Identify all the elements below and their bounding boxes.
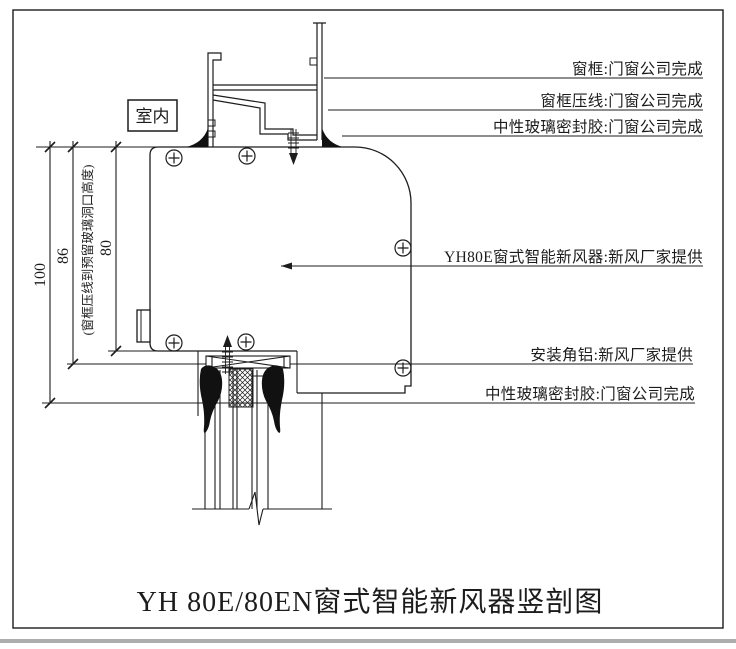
dimension-80: 80 bbox=[98, 240, 115, 256]
annotation-sealant-top: 中性玻璃密封胶:门窗公司完成 bbox=[493, 118, 703, 136]
frame-right-fin bbox=[313, 22, 326, 140]
fresh-air-unit-body bbox=[136, 146, 412, 416]
angle-aluminum-hatch bbox=[205, 355, 291, 369]
frame-top-member bbox=[213, 84, 317, 91]
sealant-blob-left bbox=[199, 365, 223, 433]
mounting-angle-assembly bbox=[205, 335, 291, 408]
screw-symbols bbox=[165, 147, 412, 377]
dimension-100: 100 bbox=[32, 263, 49, 287]
window-frame-profile bbox=[186, 22, 343, 165]
leader-arrowhead bbox=[281, 262, 292, 270]
frame-fin-clip bbox=[309, 57, 317, 66]
dimension-lines bbox=[36, 141, 160, 409]
glass-pane-lines bbox=[204, 369, 269, 509]
annotation-sealant-bottom: 中性玻璃密封胶:门窗公司完成 bbox=[485, 385, 695, 403]
bottom-screw-threads bbox=[222, 347, 233, 374]
dimension-verticals bbox=[49, 141, 117, 403]
frame-left-clip bbox=[208, 119, 216, 138]
glazing-pocket-walls bbox=[197, 351, 298, 416]
glass-assembly bbox=[192, 369, 332, 526]
annotation-mounting-angle: 安装角铝:新风厂家提供 bbox=[530, 346, 693, 364]
unit-left-tab bbox=[136, 309, 151, 343]
frame-left-wall bbox=[207, 52, 222, 147]
screw-icon bbox=[165, 334, 183, 352]
leader-lines bbox=[42, 77, 703, 404]
screw-icon bbox=[237, 333, 255, 351]
screw-icon bbox=[165, 149, 183, 167]
screw-icon bbox=[394, 359, 412, 377]
screw-icon bbox=[394, 239, 412, 257]
break-cut-line bbox=[192, 491, 332, 526]
unit-outline-right bbox=[158, 146, 412, 394]
room-label: 室内 bbox=[136, 107, 170, 126]
annotation-window-frame: 窗框:门窗公司完成 bbox=[572, 60, 703, 78]
dimension-ticks bbox=[44, 141, 122, 409]
drawing-border bbox=[12, 9, 724, 629]
dimension-86: 86 bbox=[55, 248, 72, 264]
sealant-blob-right bbox=[261, 365, 285, 433]
setting-block bbox=[228, 368, 254, 408]
top-screw-threads bbox=[288, 129, 299, 153]
bottom-sealant bbox=[199, 365, 285, 433]
annotation-frame-bead: 窗框压线:门窗公司完成 bbox=[540, 92, 703, 110]
dimension-86-note: (窗框压线到预留玻璃洞口高度) bbox=[80, 165, 95, 336]
bottom-screw-tip bbox=[223, 335, 232, 347]
screw-icon bbox=[238, 147, 256, 165]
top-screw-tip bbox=[289, 153, 298, 165]
top-sealant-wedge-right bbox=[322, 128, 343, 147]
annotation-fresh-air-unit: YH80E窗式智能新风器:新风厂家提供 bbox=[444, 248, 703, 266]
drawing-title: YH 80E/80EN窗式智能新风器竖剖图 bbox=[137, 586, 604, 618]
top-sealant-wedge-left bbox=[186, 128, 208, 147]
glazing-bead-profile bbox=[212, 94, 317, 141]
room-label-box bbox=[127, 99, 178, 132]
footer-bar bbox=[0, 639, 736, 643]
